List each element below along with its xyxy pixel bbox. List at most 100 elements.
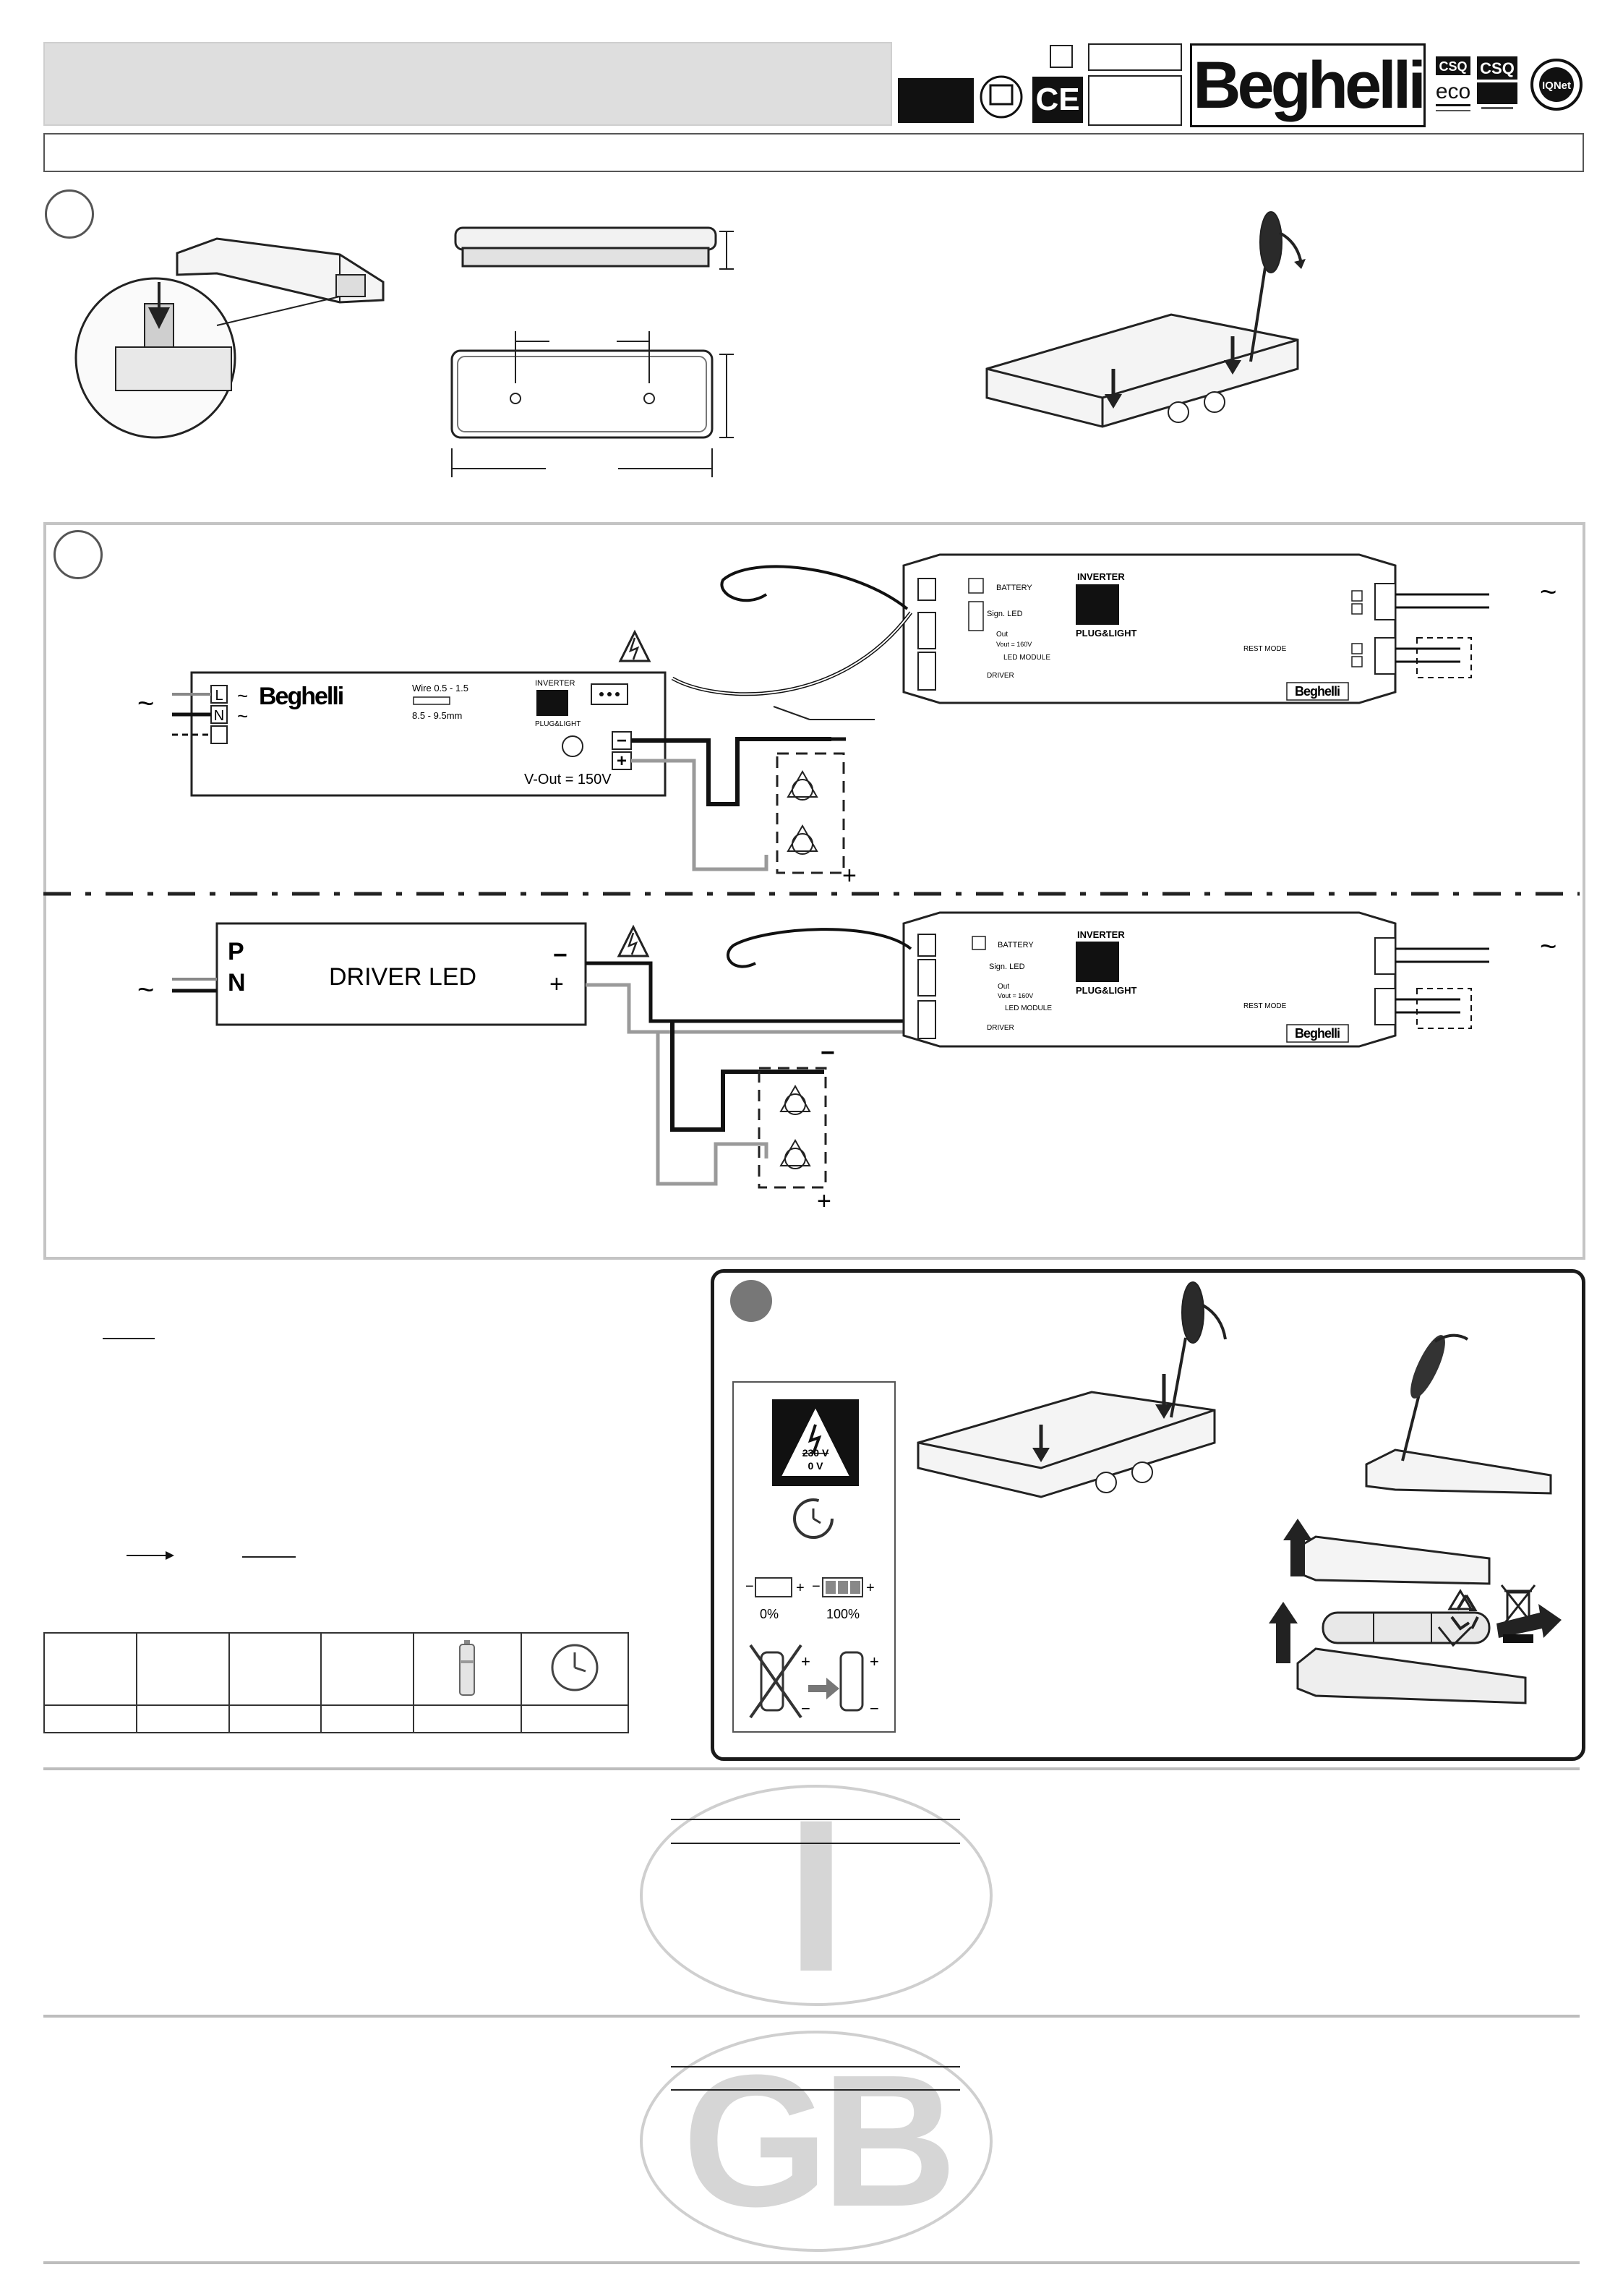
new-battery-plus: + xyxy=(870,1652,879,1670)
underline-1 xyxy=(103,1338,155,1339)
spec-value-4 xyxy=(320,1704,415,1733)
warning-voltage: 230 V xyxy=(802,1447,829,1459)
step-2-marker xyxy=(53,530,103,579)
inv-led-module-label: LED MODULE xyxy=(1003,654,1050,662)
csq-eco-cert-icon: CSQ eco xyxy=(1436,56,1470,121)
ac-input-symbol-lower-right: ~ xyxy=(1540,931,1556,963)
divider-2 xyxy=(43,2015,1580,2018)
led-minus-lower: − xyxy=(821,1039,835,1067)
charge-full: 100% xyxy=(826,1607,860,1621)
driver-plug-label: PLUG&LIGHT xyxy=(535,720,581,728)
iqnet-cert-icon: IQNet xyxy=(1530,58,1583,111)
led-plus-upper: + xyxy=(842,862,857,889)
inv-rest-mode: REST MODE xyxy=(1243,645,1287,653)
csq-cert-icon: CSQ xyxy=(1477,56,1517,121)
ac-symbol-n: ~ xyxy=(237,705,248,727)
inv2-title-2: PLUG&LIGHT xyxy=(1076,985,1137,996)
inv-brand: Beghelli xyxy=(1295,684,1340,699)
recycle-icon xyxy=(1446,1591,1486,1631)
country-oval-gb: GB xyxy=(640,2031,993,2252)
inv-title-1: INVERTER xyxy=(1077,571,1125,582)
spec-table xyxy=(43,1632,630,1733)
module-cover-removal xyxy=(1365,1333,1552,1495)
cert-csq-2: CSQ xyxy=(1480,59,1515,77)
wiring-panel xyxy=(43,522,1585,1260)
cert-iqnet: IQNet xyxy=(1542,80,1571,92)
safety-steps-box xyxy=(732,1381,896,1733)
driver-led-p: P xyxy=(228,938,244,965)
inv2-driver-label: DRIVER xyxy=(987,1024,1014,1032)
header-field-small xyxy=(1088,43,1182,71)
ac-input-symbol-upper-right: ~ xyxy=(1540,576,1556,608)
header-field-large xyxy=(1088,75,1182,126)
ac-input-symbol-lower: ~ xyxy=(137,974,154,1006)
battery-panel xyxy=(711,1269,1585,1761)
empty-minus: − xyxy=(745,1579,754,1595)
inv2-battery-label: BATTERY xyxy=(998,941,1034,949)
inv2-brand: Beghelli xyxy=(1295,1026,1340,1041)
beghelli-logo: Beghelli xyxy=(1190,43,1426,127)
driver-led-n: N xyxy=(228,969,246,997)
divider-3 xyxy=(43,2261,1580,2264)
gb-rule-1 xyxy=(671,2066,960,2067)
arrow-right-icon xyxy=(127,1550,176,1561)
ac-input-symbol-upper: ~ xyxy=(137,688,154,720)
battery-replacement-illustrations xyxy=(917,1281,1562,1704)
lamp-side-view xyxy=(454,226,734,270)
inv-out-label: Out xyxy=(996,631,1008,639)
ac-symbol-l: ~ xyxy=(237,685,248,707)
spec-cell-2 xyxy=(135,1632,230,1706)
spec-value-5 xyxy=(413,1704,522,1733)
driver-led-plus: + xyxy=(549,970,564,998)
old-battery-plus: + xyxy=(801,1652,810,1670)
spec-value-3 xyxy=(228,1704,322,1733)
install-illustrations xyxy=(74,211,1306,477)
driver-plus: + xyxy=(617,751,627,771)
battery-icon xyxy=(459,1639,476,1696)
driver-led-lower: P N DRIVER LED − + ~ xyxy=(137,922,650,1026)
inv2-sign-led-label: Sign. LED xyxy=(989,963,1025,971)
old-battery-minus: − xyxy=(801,1699,810,1717)
driver-led-minus: − xyxy=(553,942,568,969)
inv-battery-label: BATTERY xyxy=(996,584,1032,592)
cert-csq-1: CSQ xyxy=(1439,59,1467,74)
strip-length-label: 8.5 - 9.5mm xyxy=(412,710,462,721)
lamp-unscrew xyxy=(917,1281,1227,1498)
weee-bin-icon xyxy=(1500,1582,1536,1646)
wire-size-label: Wire 0.5 - 1.5 xyxy=(412,683,468,694)
inv2-rest-mode: REST MODE xyxy=(1243,1002,1287,1010)
inverter-module-upper: BATTERY Sign. LED Out Vout = 160V LED MO… xyxy=(902,553,1556,704)
full-minus: − xyxy=(812,1579,821,1595)
driver-minus: − xyxy=(617,731,627,751)
warning-zero: 0 V xyxy=(808,1460,823,1472)
empty-plus: + xyxy=(796,1580,805,1596)
new-battery-minus: − xyxy=(870,1699,879,1717)
italy-rule-1 xyxy=(671,1819,960,1820)
driver-brand: Beghelli xyxy=(259,683,343,710)
divider-1 xyxy=(43,1767,1580,1770)
driver-vout: V-Out = 150V xyxy=(524,772,612,788)
title-bar xyxy=(43,42,892,126)
country-oval-italy: I xyxy=(640,1785,993,2006)
italy-rule-2 xyxy=(671,1843,960,1844)
spec-value-1 xyxy=(43,1704,137,1733)
spec-value-2 xyxy=(135,1704,230,1733)
led-module-lower: − + xyxy=(758,1039,835,1215)
checkbox-square xyxy=(1050,45,1073,68)
recycle-icons xyxy=(1437,1589,1473,1647)
inv-vout-label: Vout = 160V xyxy=(996,641,1032,648)
lamp-open-illustration xyxy=(985,211,1306,428)
charge-empty: 0% xyxy=(760,1607,779,1621)
step-3-marker xyxy=(730,1280,772,1322)
step-1-marker xyxy=(45,189,94,239)
ip-housing-icon xyxy=(979,72,1024,121)
spec-cell-4 xyxy=(320,1632,415,1706)
spec-cell-battery xyxy=(413,1632,522,1706)
battery-pack-removal xyxy=(1269,1519,1562,1704)
spec-cell-clock xyxy=(520,1632,630,1706)
spec-cell-3 xyxy=(228,1632,322,1706)
inv-driver-label: DRIVER xyxy=(987,672,1014,680)
spec-value-6 xyxy=(520,1704,630,1733)
driver-module-upper: L N ~ ~ Beghelli Wire 0.5 - 1.5 8.5 - 9.… xyxy=(137,629,667,797)
inv2-title-1: INVERTER xyxy=(1077,929,1125,940)
